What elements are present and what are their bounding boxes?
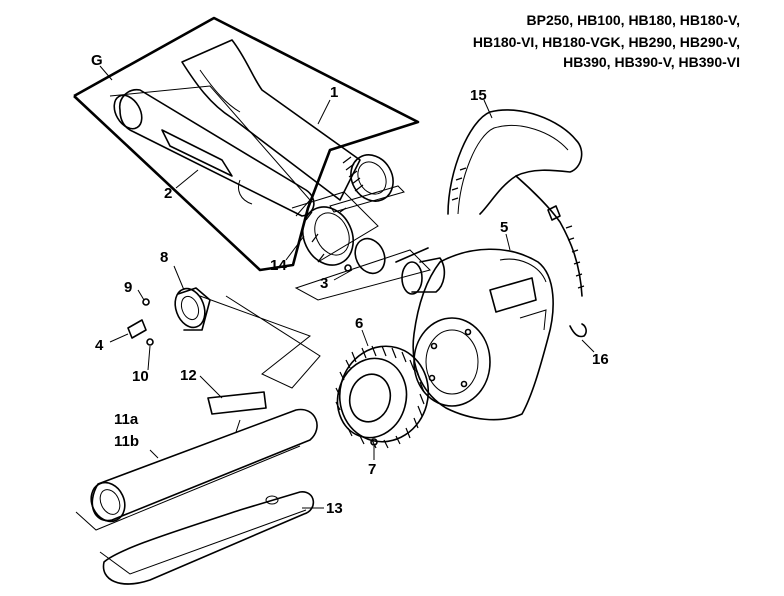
model-list-line-1: BP250, HB100, HB180, HB180-V, bbox=[526, 12, 741, 28]
label-part-9: 9 bbox=[124, 279, 132, 296]
label-part-1: 1 bbox=[330, 84, 338, 101]
label-part-11a: 11a bbox=[114, 411, 139, 428]
label-part-11b: 11b bbox=[114, 433, 139, 450]
label-part-14: 14 bbox=[270, 257, 287, 274]
label-part-8: 8 bbox=[160, 249, 168, 266]
part-5-blower-housing bbox=[401, 248, 554, 421]
label-part-12: 12 bbox=[180, 367, 197, 384]
part-2-tube bbox=[109, 85, 315, 217]
part-11-tube bbox=[75, 408, 318, 531]
part-12-decal bbox=[207, 391, 267, 415]
part-7-screw bbox=[370, 438, 378, 446]
part-4-clip bbox=[127, 319, 147, 339]
label-part-10: 10 bbox=[132, 368, 149, 385]
model-list-line-3: HB390, HB390-V, HB390-VI bbox=[563, 54, 740, 70]
label-part-4: 4 bbox=[95, 337, 104, 354]
part-3-clamp bbox=[294, 237, 431, 301]
part-16-clip bbox=[569, 323, 587, 338]
part-10-screw bbox=[146, 338, 154, 346]
part-14-coupler bbox=[291, 191, 379, 266]
label-part-16: 16 bbox=[592, 351, 609, 368]
part-1-nozzle bbox=[181, 39, 405, 213]
leader-lines bbox=[99, 65, 595, 509]
part-15-harness bbox=[447, 109, 585, 297]
label-part-6: 6 bbox=[355, 315, 363, 332]
label-part-15: 15 bbox=[470, 87, 487, 104]
part-6-fan bbox=[335, 345, 430, 449]
label-part-2: 2 bbox=[164, 185, 172, 202]
label-part-7: 7 bbox=[368, 461, 376, 478]
label-part-13: 13 bbox=[326, 500, 343, 517]
label-part-5: 5 bbox=[500, 219, 508, 236]
group-g-outline bbox=[73, 16, 420, 272]
label-group-g: G bbox=[91, 52, 103, 69]
model-list-line-2: HB180-VI, HB180-VGK, HB290, HB290-V, bbox=[472, 34, 740, 50]
label-part-3: 3 bbox=[320, 275, 328, 292]
part-13-nozzle bbox=[99, 491, 315, 585]
part-9-screw bbox=[142, 298, 150, 306]
